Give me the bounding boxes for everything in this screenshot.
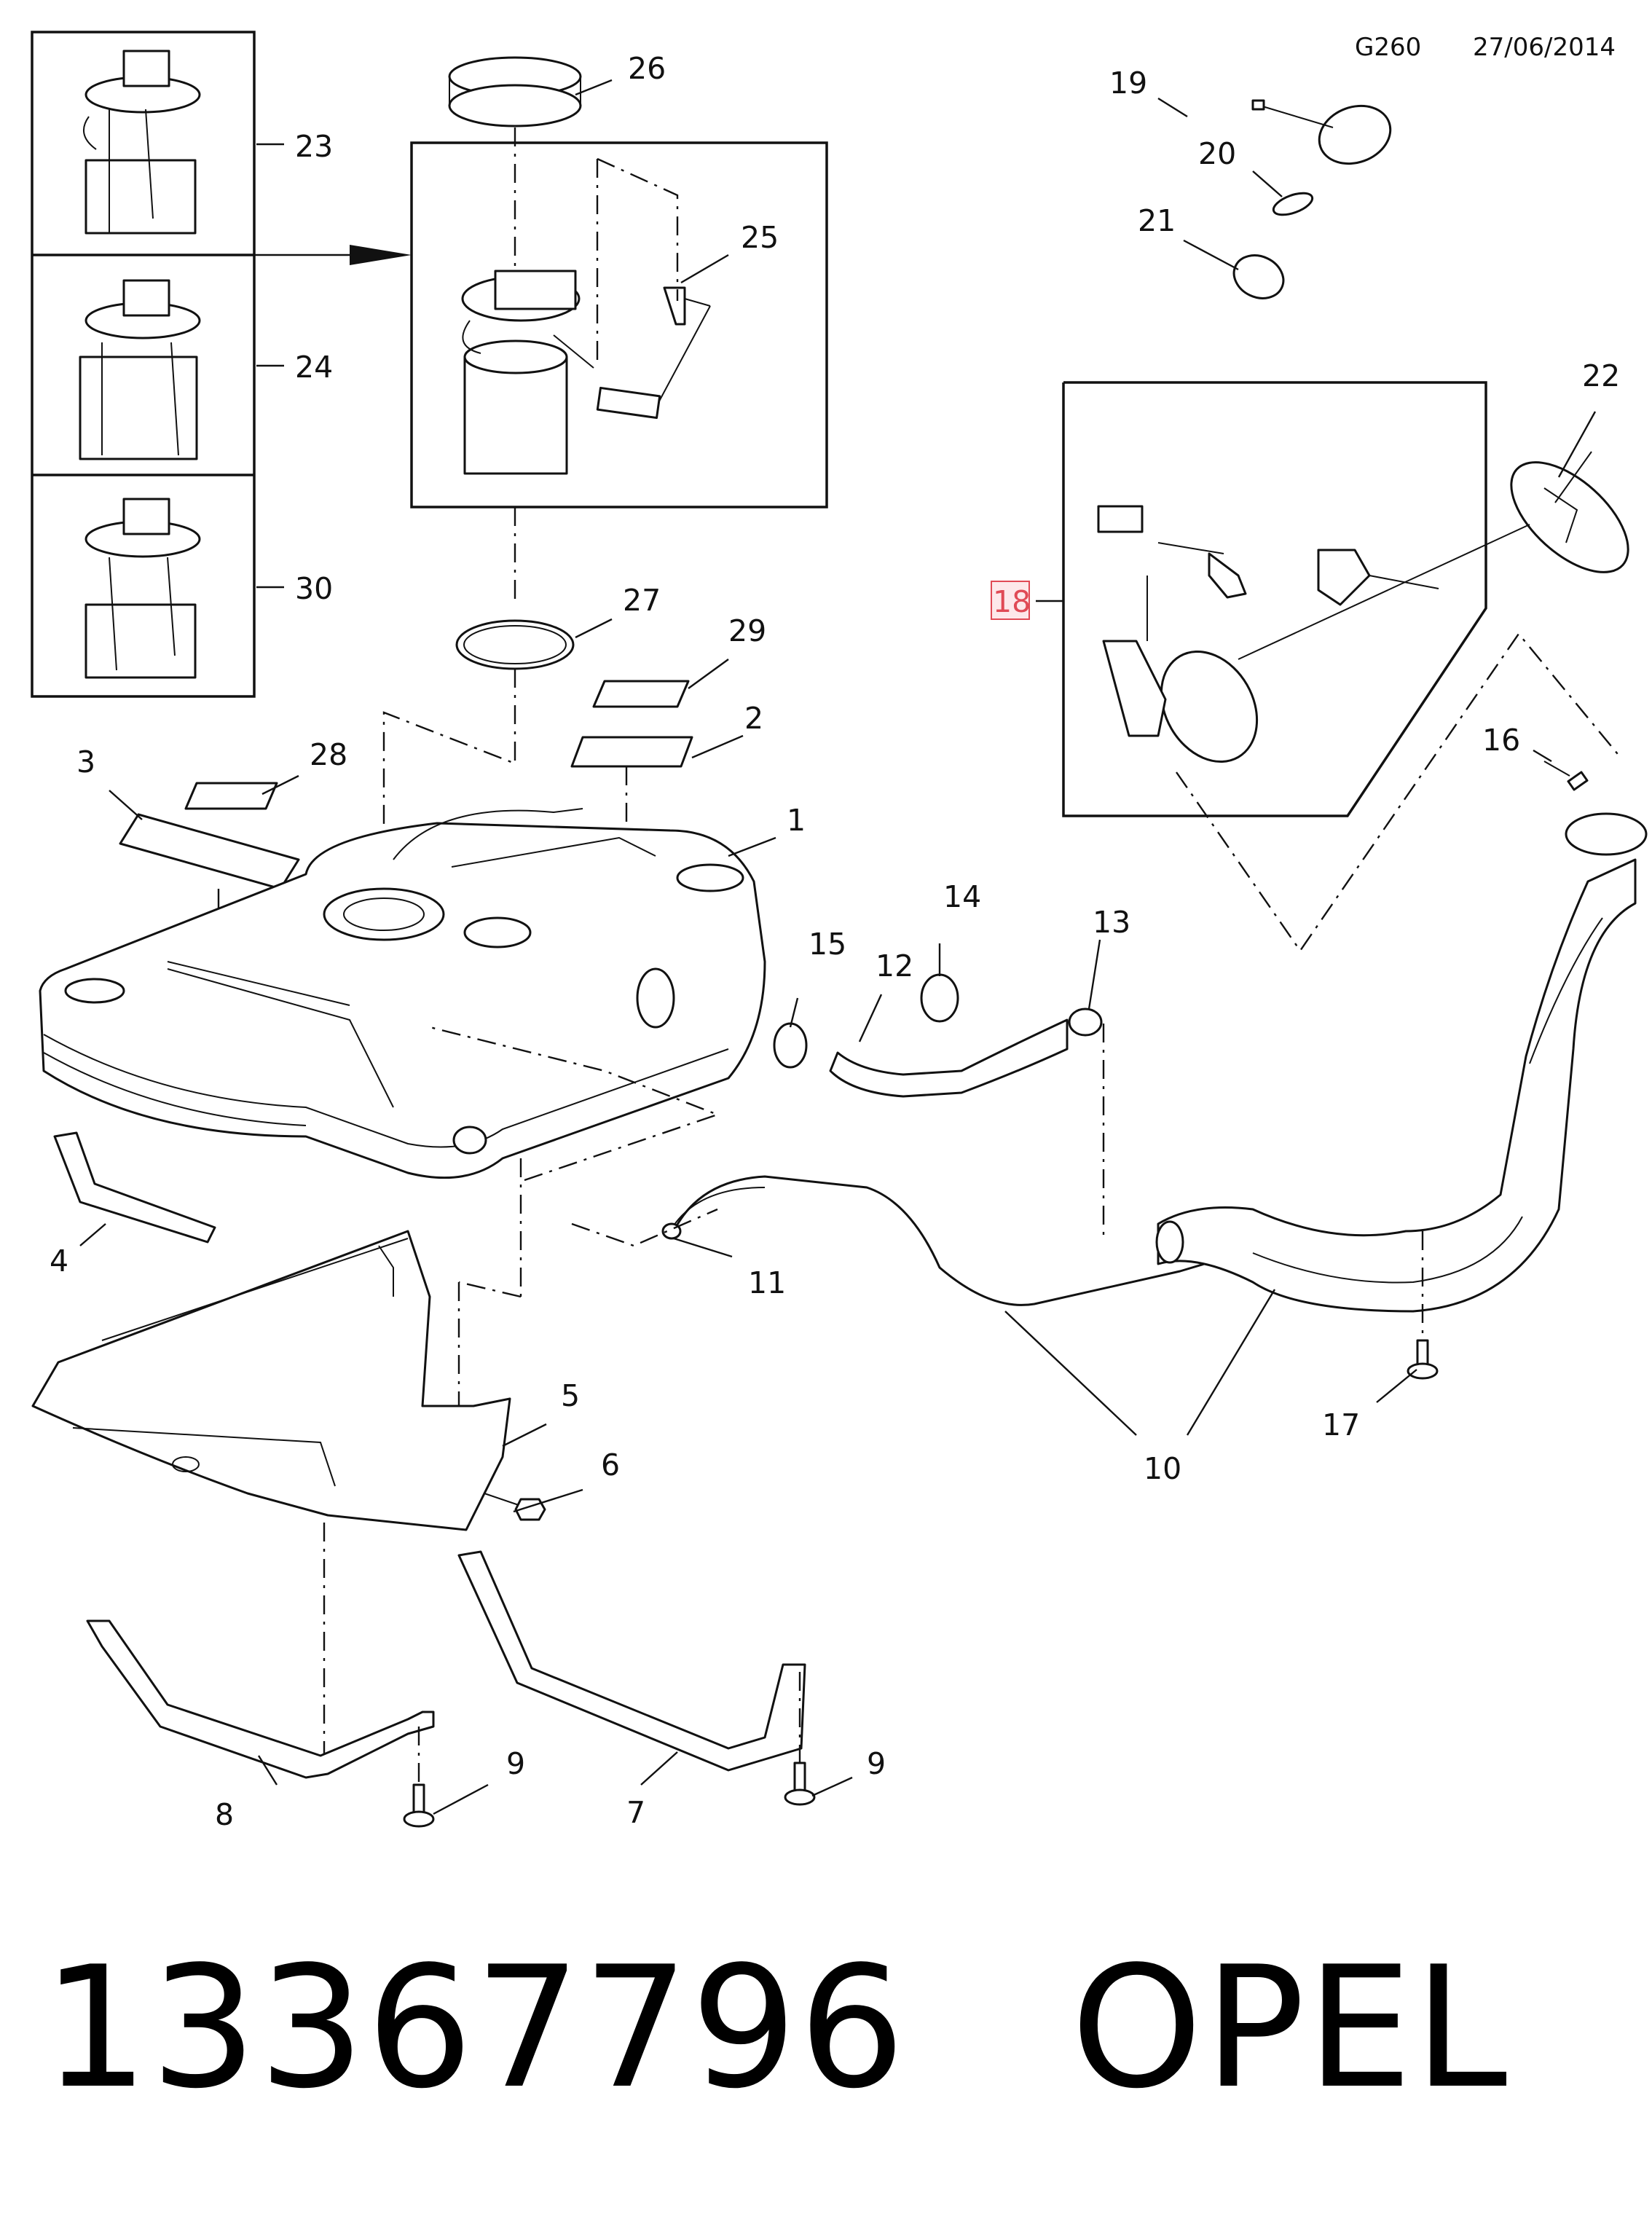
callout-14: 14 — [943, 879, 981, 914]
diagram-code: G260 — [1355, 33, 1421, 62]
fuel-pump-variant-23 — [82, 50, 201, 235]
callout-19: 19 — [1109, 66, 1147, 101]
clamp-15 — [773, 1022, 808, 1069]
callout-20: 20 — [1198, 136, 1236, 171]
vent-line-11 — [672, 1175, 1217, 1306]
callout-13: 13 — [1093, 905, 1130, 940]
fuel-cap-19 — [1251, 99, 1392, 165]
seal-21 — [1232, 254, 1285, 299]
part-number: 13367796 — [42, 1931, 907, 2126]
callout-16: 16 — [1482, 723, 1520, 758]
arrow-head-icon — [350, 245, 412, 265]
callout-10: 10 — [1144, 1451, 1181, 1486]
clamp-14 — [920, 973, 959, 1023]
callout-21: 21 — [1138, 203, 1176, 238]
fuel-tank-1 — [39, 808, 766, 1179]
callout-11: 11 — [748, 1265, 786, 1300]
callout-9a: 9 — [506, 1746, 525, 1781]
callout-17: 17 — [1322, 1407, 1360, 1442]
fuel-pump-variant-24 — [79, 279, 201, 460]
callout-4: 4 — [50, 1244, 68, 1279]
pad-2 — [570, 736, 693, 768]
callout-28: 28 — [310, 737, 347, 772]
bolt-6 — [484, 1493, 546, 1521]
bolt-9-right — [784, 1672, 816, 1806]
pump-detail-panel — [410, 141, 828, 508]
callout-1: 1 — [787, 803, 806, 838]
callout-23: 23 — [295, 129, 333, 164]
bolt-9-left — [403, 1727, 435, 1828]
filler-flap-22 — [1510, 451, 1629, 573]
callout-3: 3 — [76, 745, 95, 779]
pad-28 — [184, 782, 278, 810]
callout-6: 6 — [601, 1448, 620, 1482]
filler-hose-12 — [829, 1018, 1069, 1098]
tank-strap-7 — [457, 1550, 806, 1772]
callout-5: 5 — [561, 1378, 580, 1413]
lock-ring-26 — [448, 56, 582, 127]
gasket-20 — [1272, 192, 1314, 216]
clamp-13 — [1068, 1008, 1103, 1037]
heat-shield-4 — [53, 1131, 216, 1244]
callout-30: 30 — [295, 571, 333, 606]
callout-18-highlight — [991, 581, 1030, 620]
callout-12: 12 — [876, 948, 913, 983]
filler-neck-10 — [1155, 812, 1648, 1313]
seal-ring-27 — [455, 619, 575, 670]
callout-25: 25 — [741, 220, 779, 255]
callout-8: 8 — [215, 1797, 234, 1832]
callout-18: 18 — [993, 584, 1031, 619]
callout-29: 29 — [728, 613, 766, 648]
pad-29 — [592, 680, 690, 708]
screw-16 — [1543, 761, 1589, 791]
brand-name: OPEL — [1071, 1931, 1509, 2126]
callout-7: 7 — [626, 1795, 645, 1830]
filler-housing-panel-18 — [1062, 381, 1621, 953]
diagram-date: 27/06/2014 — [1473, 33, 1616, 62]
underbody-shield-5 — [31, 1230, 511, 1531]
callout-27: 27 — [623, 583, 661, 618]
callout-24: 24 — [295, 350, 333, 385]
part-caption: 13367796 OPEL — [42, 1945, 1509, 2113]
callout-26: 26 — [628, 51, 666, 86]
callout-2: 2 — [744, 701, 763, 736]
pump-variants-panel — [31, 31, 284, 698]
callout-15: 15 — [809, 927, 846, 962]
callout-9b: 9 — [867, 1746, 886, 1781]
pad-3 — [119, 813, 300, 890]
tank-strap-8 — [86, 1619, 435, 1779]
callout-22: 22 — [1582, 358, 1620, 393]
fuel-pump-variant-30 — [84, 498, 201, 679]
bolt-17 — [1407, 1231, 1439, 1380]
